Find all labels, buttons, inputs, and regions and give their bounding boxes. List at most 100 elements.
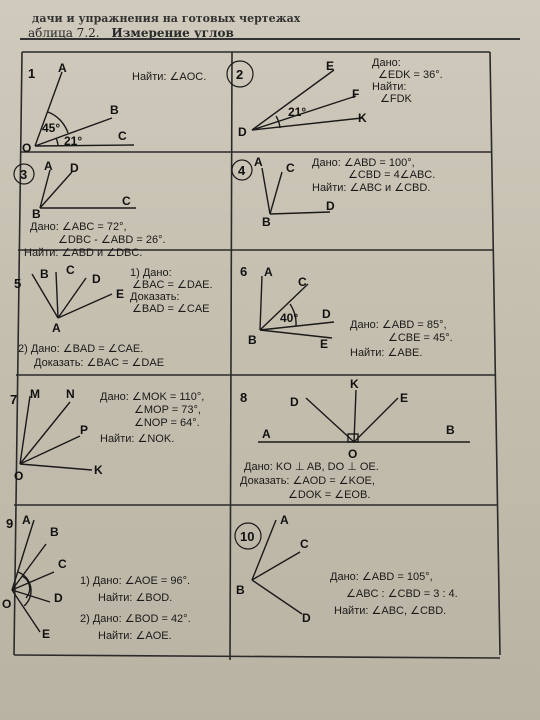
point-label: O [2, 597, 11, 611]
given-text: Дано: ∠ABD = 85°, [350, 319, 447, 331]
ray-ba [251, 519, 277, 581]
angle-arc-21 [55, 137, 59, 146]
table-heading: аблица 7.2. Измерение углов [28, 26, 234, 40]
prove-label: Доказать: [130, 291, 179, 303]
point-label: E [320, 337, 328, 351]
ray-od [305, 397, 355, 443]
angle-label: 40° [280, 311, 298, 325]
point-label: P [80, 423, 88, 437]
angle-arcs [17, 571, 32, 607]
point-label: A [262, 427, 271, 441]
table-label: аблица 7.2. [28, 26, 100, 40]
find-text: Найти: ∠ABD и ∠DBC. [24, 247, 142, 259]
point-label: A [22, 513, 31, 527]
point-label: C [298, 275, 307, 289]
number-circle [231, 159, 253, 181]
ray-on [19, 401, 71, 465]
ray-ba [261, 167, 271, 215]
ray-bc [269, 171, 283, 215]
angle-label: 45° [42, 121, 60, 135]
exercise-7: 7 M N P O K Дано: ∠MOK = 110°, ∠MOP = 73… [10, 387, 204, 483]
given-text: Дано: ∠MOK = 110°, [100, 391, 204, 403]
point-label: A [254, 155, 263, 169]
exercise-number: 9 [6, 516, 13, 531]
find-text: Найти: ∠ABC и ∠CBD. [312, 182, 430, 194]
number-circle [226, 60, 254, 88]
exercise-5: 5 B C D E A 1) Дано: ∠BAC = ∠DAE. Доказа… [14, 263, 213, 369]
ray-oe [11, 589, 41, 633]
point-label: C [118, 129, 127, 143]
grid-lines [13, 51, 501, 661]
given-text: 1) Дано: [130, 267, 172, 279]
ray-bd [39, 171, 73, 209]
exercise-number: 4 [238, 163, 246, 178]
find-text: Найти: ∠ABE. [350, 347, 422, 359]
ray-ae [57, 293, 113, 319]
point-label: B [32, 207, 41, 221]
point-label: C [66, 263, 75, 277]
prove-text: ∠BAD = ∠CAE [132, 303, 210, 315]
ray-bd [259, 321, 335, 331]
find-text: Найти: ∠ABC, ∠CBD. [334, 605, 446, 617]
point-label: D [54, 591, 63, 605]
ray-dk [251, 117, 363, 131]
point-label: C [122, 194, 131, 208]
point-label: D [326, 199, 335, 213]
ray-op [19, 435, 81, 465]
given-text: Дано: ∠ABC = 72°, [30, 221, 127, 233]
find-text: Найти: ∠AOC. [132, 71, 206, 83]
exercise-8: 8 K D E A B O Дано: KO ⊥ AB, DO ⊥ OE. До… [240, 377, 470, 501]
point-label: D [238, 125, 247, 139]
given-text: ∠DBC - ∠ABD = 26°. [58, 234, 166, 246]
prove-text: Доказать: ∠AOD = ∠KOE, [240, 475, 375, 487]
point-label: D [322, 307, 331, 321]
ray-ad [57, 277, 87, 319]
ray-ok [19, 463, 93, 471]
point-label: E [326, 59, 334, 73]
point-label: O [22, 141, 31, 155]
given-text: Дано: ∠ABD = 100°, [312, 157, 415, 169]
right-angle-mark [347, 433, 359, 443]
point-label: B [110, 103, 119, 117]
header-rule [20, 38, 520, 40]
given-text: Дано: KO ⊥ AB, DO ⊥ OE. [244, 461, 379, 473]
find-text: Найти: ∠BOD. [98, 592, 172, 604]
ray-oc [11, 571, 55, 591]
given-text: ∠MOP = 73°, [134, 404, 201, 416]
find-text: Найти: ∠AOE. [98, 630, 172, 642]
ray-oe [353, 397, 399, 443]
ray-om [19, 395, 31, 465]
ray-ba [259, 275, 263, 331]
point-label: D [92, 272, 101, 286]
point-label: B [262, 215, 271, 229]
ray-ac [55, 271, 59, 319]
find-text: Найти: ∠NOK. [100, 433, 174, 445]
point-label: C [58, 557, 67, 571]
prove-text: Доказать: ∠BAC = ∠DAE [34, 357, 164, 369]
ray-de [251, 69, 335, 131]
given-text: 2) Дано: ∠BAD = ∠CAE. [18, 343, 143, 355]
point-label: K [350, 377, 359, 391]
exercise-3: 3 A D B C Дано: ∠ABC = 72°, ∠DBC - ∠ABD … [13, 159, 166, 259]
angle-arcs-inner [21, 575, 31, 599]
exercise-number: 10 [240, 529, 254, 544]
ray-be [259, 329, 333, 339]
point-label: N [66, 387, 75, 401]
point-label: C [286, 161, 295, 175]
point-label: D [70, 161, 79, 175]
point-label: B [40, 267, 49, 281]
point-label: B [248, 333, 257, 347]
ray-ob [11, 543, 47, 591]
exercise-number: 3 [20, 167, 27, 182]
given-text: ∠BAC = ∠DAE. [132, 279, 213, 291]
point-label: A [44, 159, 53, 173]
angle-arc-40 [289, 303, 297, 327]
given-label: Дано: [372, 57, 401, 69]
given-text: ∠ABC : ∠CBD = 3 : 4. [346, 588, 458, 600]
point-label: D [302, 611, 311, 625]
point-label: M [30, 387, 40, 401]
angle-arc-45 [47, 111, 69, 134]
point-label: F [352, 87, 359, 101]
point-label: E [42, 627, 50, 641]
given-text: ∠NOP = 64°. [134, 417, 200, 429]
